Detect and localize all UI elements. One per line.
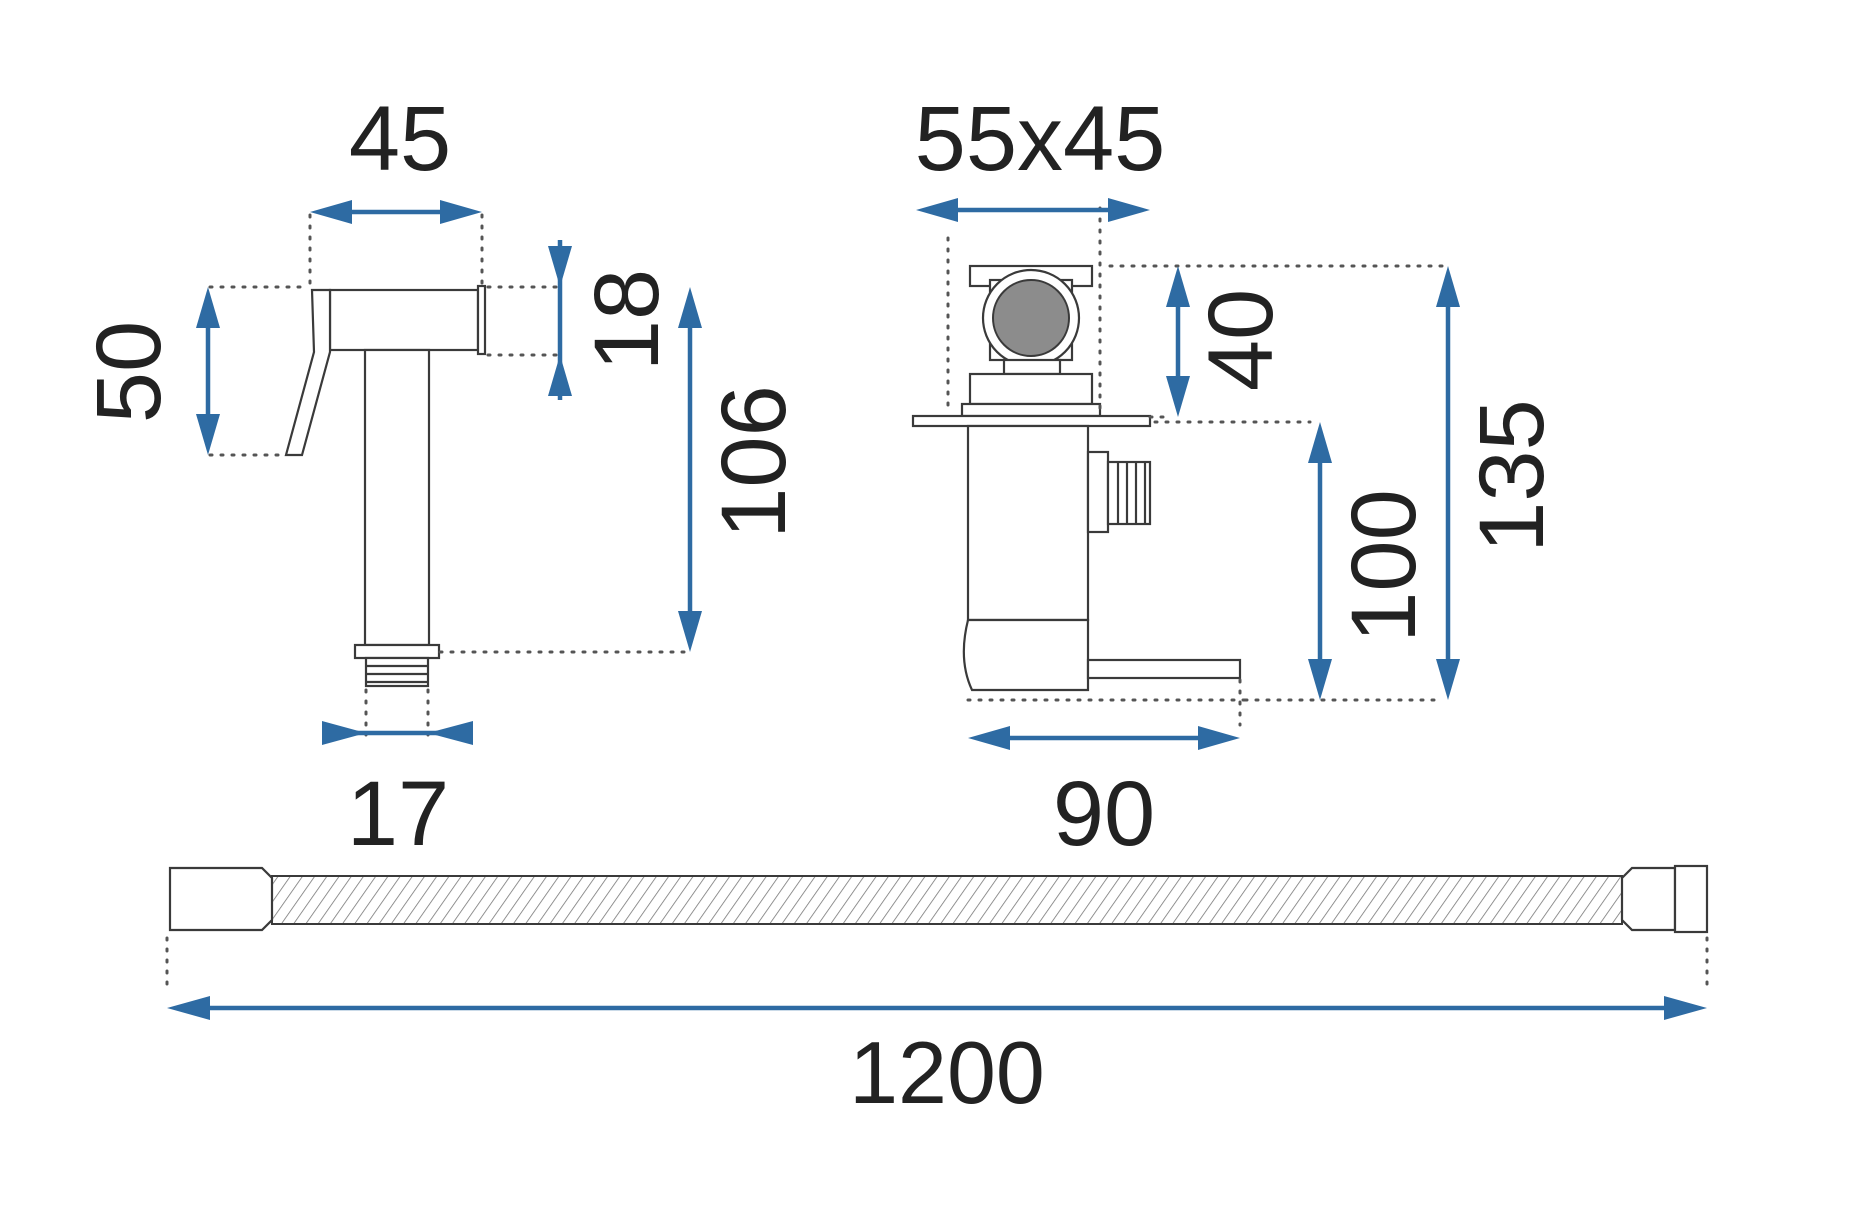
dim-handset-head-height: 18	[576, 269, 678, 371]
dim-valve-total-height: 135	[1461, 399, 1563, 553]
valve-knob-face	[992, 279, 1070, 357]
valve-body	[966, 424, 1090, 622]
dim-handset-width: 45	[349, 88, 451, 190]
valve-lever	[1086, 658, 1242, 680]
handset-head	[328, 288, 480, 352]
valve-neck	[1002, 358, 1062, 376]
valve-side-outlet	[1086, 450, 1110, 534]
hose-right-nut	[1673, 864, 1709, 934]
bidet-handset-drawing	[196, 200, 702, 745]
dim-handset-total-height: 106	[703, 385, 805, 539]
valve-collar	[968, 372, 1094, 406]
dim-valve-plate: 55x45	[915, 88, 1166, 190]
valve-side-thread	[1106, 460, 1152, 526]
valve-collar-ring	[960, 402, 1102, 418]
handset-nozzle-cap	[476, 284, 487, 356]
wall-valve-drawing	[911, 198, 1460, 750]
shower-hose-drawing	[165, 864, 1709, 1020]
dim-valve-top: 40	[1190, 289, 1292, 391]
hose-braided-body	[271, 875, 1623, 925]
handset-lever	[284, 288, 332, 457]
dim-valve-depth: 90	[1053, 763, 1155, 865]
valve-wall-plate	[911, 414, 1152, 428]
valve-base	[962, 618, 1090, 692]
handset-connector-flange	[353, 643, 441, 660]
dim-hose-length: 1200	[849, 1023, 1045, 1122]
dim-valve-body: 100	[1333, 489, 1435, 643]
dim-handset-height: 50	[78, 321, 180, 423]
handset-stem	[363, 348, 431, 647]
hose-left-ferrule	[168, 866, 274, 932]
dim-handset-connector: 17	[347, 763, 449, 865]
hose-right-ferrule	[1620, 866, 1677, 932]
